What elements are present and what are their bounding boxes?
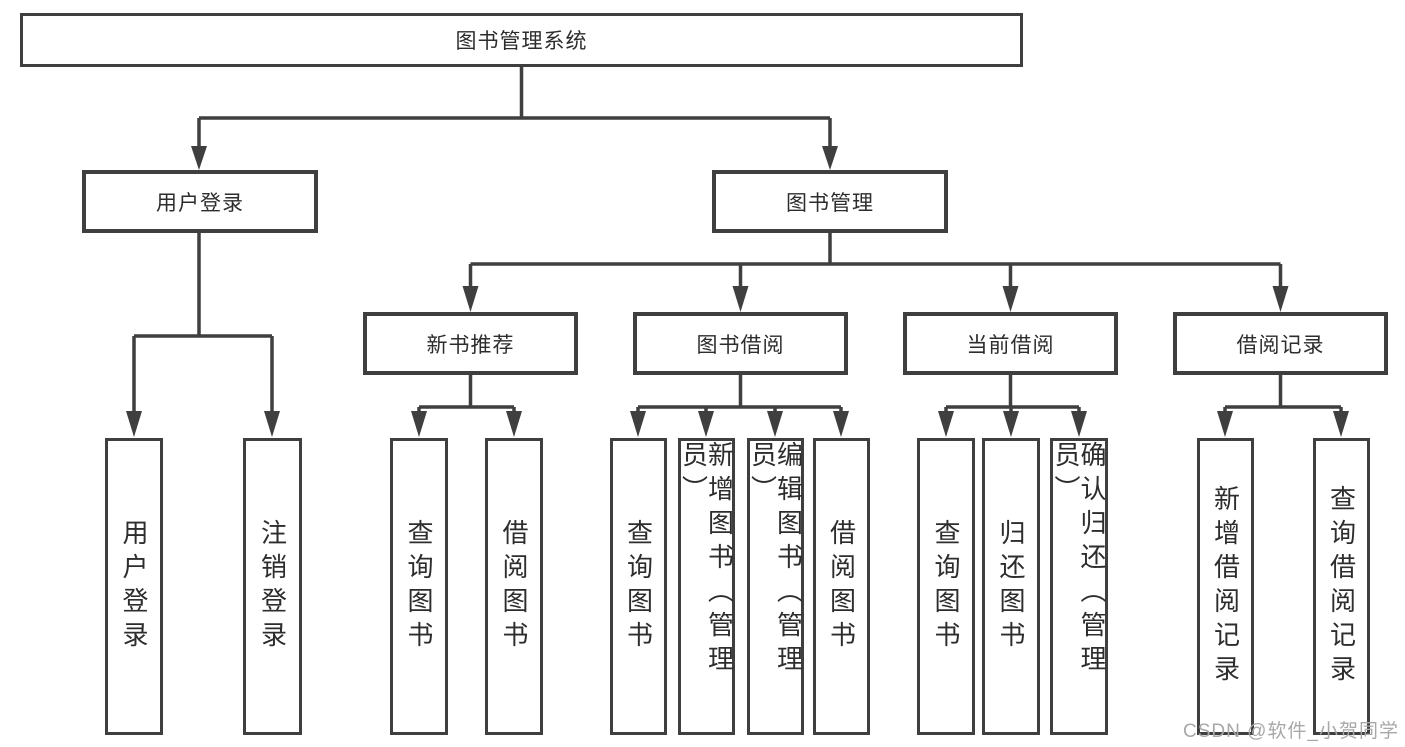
leaf-query-books-label: 查询图书: [623, 518, 654, 655]
leaf-return-books-label: 归还图书: [996, 518, 1026, 655]
leaf-query-books-label: 查询图书: [404, 518, 434, 655]
leaf-query-borrow-record-label: 查询借阅记录: [1326, 484, 1357, 689]
leaf-logout: 注销登录: [243, 438, 302, 735]
leaf-add-borrow-record: 新增借阅记录: [1197, 438, 1254, 735]
leaf-confirm-return-admin: 确认归还（管理员）: [1050, 438, 1108, 735]
leaf-borrow-books: 借阅图书: [813, 438, 870, 735]
leaf-borrow-books-label: 借阅图书: [499, 518, 529, 655]
leaf-borrow-books: 借阅图书: [485, 438, 543, 735]
node-book-borrowing: 图书借阅: [633, 312, 848, 375]
leaf-return-books: 归还图书: [982, 438, 1040, 735]
leaf-edit-books-admin: 编辑图书（管理员）: [747, 438, 804, 735]
node-book-management-system: 图书管理系统: [20, 13, 1023, 67]
leaf-add-books-admin-label: 新增图书（管理员）: [678, 441, 735, 679]
leaf-logout-label: 注销登录: [257, 518, 288, 655]
node-new-book-recommendation: 新书推荐: [363, 312, 578, 375]
leaf-query-books: 查询图书: [610, 438, 667, 735]
arrow-heads: [126, 146, 1349, 437]
leaf-query-books: 查询图书: [390, 438, 448, 735]
leaf-confirm-return-admin-label: 确认归还（管理员）: [1051, 441, 1107, 679]
node-borrowing-records: 借阅记录: [1173, 312, 1388, 375]
connector-shafts: [132, 67, 1343, 413]
leaf-user-login-label: 用户登录: [119, 518, 149, 655]
leaf-query-borrow-record: 查询借阅记录: [1313, 438, 1370, 735]
leaf-query-books: 查询图书: [917, 438, 975, 735]
leaf-edit-books-admin-label: 编辑图书（管理员）: [747, 441, 804, 679]
node-user-login: 用户登录: [82, 170, 318, 233]
leaf-add-books-admin: 新增图书（管理员）: [678, 438, 735, 735]
node-book-management: 图书管理: [712, 170, 948, 233]
leaf-add-borrow-record-label: 新增借阅记录: [1210, 484, 1241, 689]
leaf-query-books-label: 查询图书: [931, 518, 961, 655]
leaf-borrow-books-label: 借阅图书: [826, 518, 857, 655]
leaf-user-login: 用户登录: [105, 438, 163, 735]
node-current-borrowing: 当前借阅: [903, 312, 1118, 375]
csdn-watermark: CSDN @软件_小贺同学: [1183, 721, 1399, 742]
